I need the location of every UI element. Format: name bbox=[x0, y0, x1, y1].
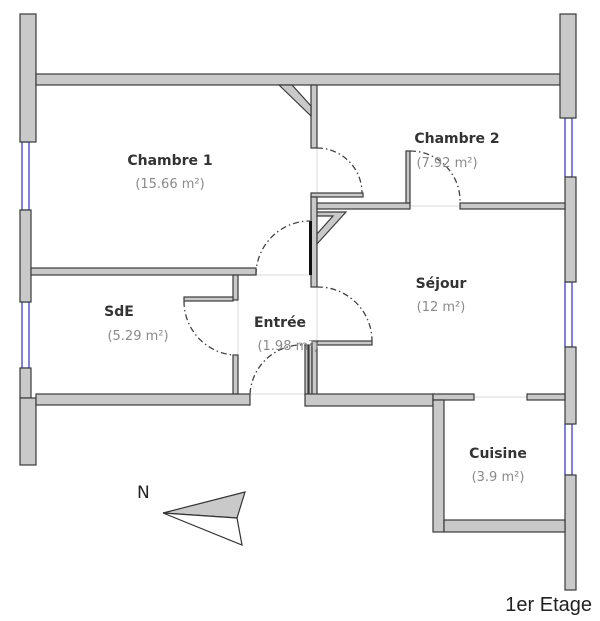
room-name: Chambre 1 bbox=[127, 153, 213, 169]
north-arrow-icon bbox=[162, 491, 246, 546]
room-name: Séjour bbox=[415, 276, 467, 292]
room-name: Chambre 2 bbox=[414, 131, 500, 147]
room-area: (12 m²) bbox=[416, 300, 466, 315]
room-area: (15.66 m²) bbox=[135, 177, 205, 192]
door-thresholds bbox=[237, 148, 527, 398]
floor-label: 1er Etage bbox=[505, 594, 592, 616]
room-area: (7.92 m²) bbox=[416, 156, 478, 171]
windows bbox=[21, 117, 573, 476]
room-area: (5.29 m²) bbox=[107, 329, 169, 344]
walls bbox=[19, 13, 577, 591]
door-swings bbox=[183, 147, 461, 395]
room-name: Cuisine bbox=[469, 446, 527, 462]
room-name: Entrée bbox=[253, 315, 307, 331]
north-label: N bbox=[137, 483, 150, 503]
room-area: (1.98 m²) bbox=[257, 339, 319, 354]
room-area: (3.9 m²) bbox=[471, 470, 525, 485]
room-name: SdE bbox=[104, 304, 134, 320]
